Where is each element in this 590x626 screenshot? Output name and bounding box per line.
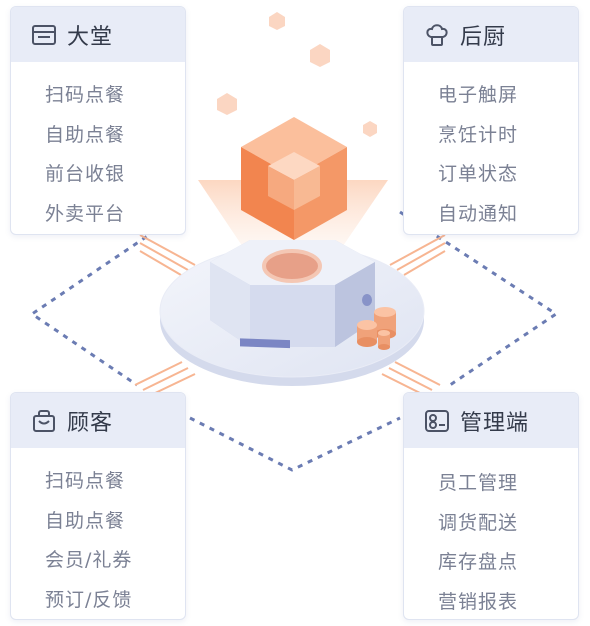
dashed-connector (399, 210, 559, 387)
card-customer: 顾客 扫码点餐 自助点餐 会员/礼券 预订/反馈 (10, 392, 186, 620)
card-title: 后厨 (460, 24, 507, 50)
card-hall-header: 大堂 (11, 7, 185, 62)
cash-register-icon (31, 22, 57, 48)
list-item: 预订/反馈 (45, 588, 133, 611)
list-item: 库存盘点 (438, 551, 519, 573)
card-title: 大堂 (67, 24, 114, 50)
list-item: 烹饪计时 (438, 123, 519, 146)
shopping-bag-icon (31, 408, 57, 434)
list-item: 员工管理 (438, 472, 519, 494)
admin-id-icon (424, 408, 450, 434)
list-item: 调货配送 (438, 511, 519, 534)
list-item: 扫码点餐 (45, 470, 126, 492)
card-title: 管理端 (460, 410, 530, 436)
list-item: 前台收银 (45, 163, 126, 185)
card-kitchen-header: 后厨 (404, 7, 578, 62)
floating-cube (241, 117, 347, 240)
list-item: 自助点餐 (45, 509, 126, 532)
device-body (210, 240, 375, 349)
dashed-connector (29, 210, 184, 387)
list-item: 营销报表 (438, 590, 519, 613)
card-admin: 管理端 员工管理 调货配送 库存盘点 营销报表 (403, 392, 579, 620)
decor-cubes (217, 12, 377, 137)
list-item: 电子触屏 (438, 84, 519, 106)
card-kitchen: 后厨 电子触屏 烹饪计时 订单状态 自动通知 (403, 6, 579, 235)
card-title: 顾客 (67, 410, 114, 436)
list-item: 扫码点餐 (45, 84, 126, 106)
chef-hat-icon (424, 22, 450, 48)
coins-icon (357, 307, 396, 350)
list-item: 订单状态 (438, 163, 519, 185)
card-hall: 大堂 扫码点餐 自助点餐 前台收银 外卖平台 (10, 6, 186, 235)
list-item: 会员/礼券 (45, 549, 133, 571)
accent-stripes (134, 234, 446, 396)
dashed-connector (189, 416, 401, 472)
card-admin-header: 管理端 (404, 393, 578, 448)
list-item: 自动通知 (438, 202, 519, 225)
list-item: 外卖平台 (45, 202, 126, 225)
list-item: 自助点餐 (45, 123, 126, 146)
card-customer-header: 顾客 (11, 393, 185, 448)
